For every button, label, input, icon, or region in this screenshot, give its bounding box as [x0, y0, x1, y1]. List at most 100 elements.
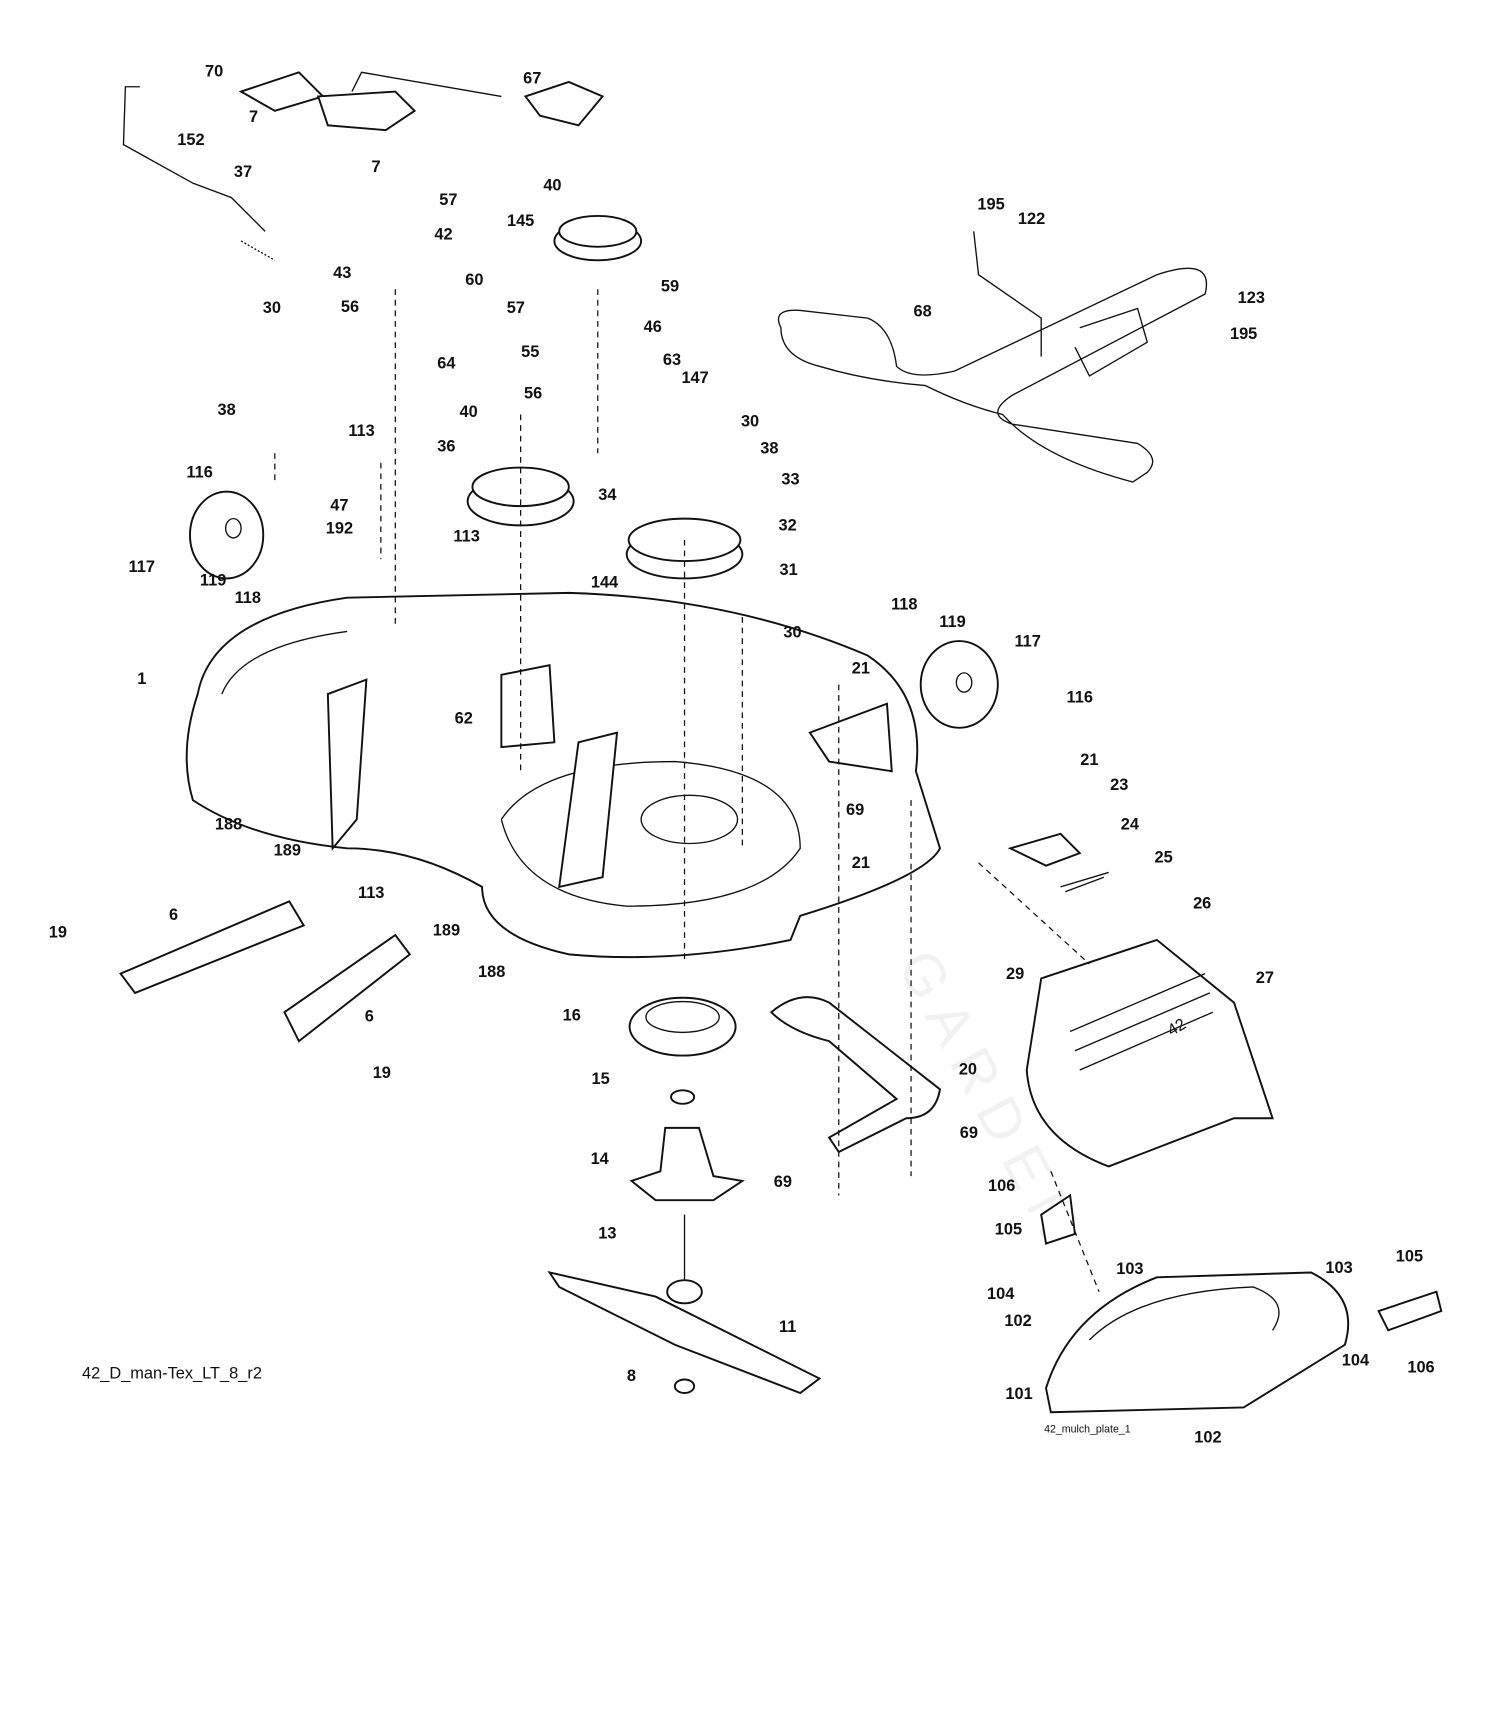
part-number-label: 27 — [1256, 969, 1274, 987]
part-number-label: 7 — [249, 108, 258, 126]
mulch-plate-id: 42_mulch_plate_1 — [1044, 1424, 1131, 1436]
part-number-label: 113 — [358, 884, 384, 902]
discharge-chute — [1025, 938, 1274, 1168]
part-number-label: 1 — [137, 670, 146, 688]
part-number-label: 38 — [218, 401, 236, 419]
part-number-label: 56 — [341, 298, 359, 316]
part-number-label: 104 — [987, 1285, 1015, 1303]
part-number-label: 21 — [852, 854, 870, 872]
part-number-label: 11 — [779, 1318, 796, 1336]
part-number-label: 38 — [760, 440, 778, 458]
spring — [1060, 871, 1109, 893]
part-number-label: 33 — [781, 470, 799, 488]
part-number-label: 64 — [437, 355, 456, 373]
part-number-label: 145 — [507, 212, 534, 230]
part-number-label: 56 — [524, 385, 542, 403]
part-number-label: 63 — [663, 351, 681, 369]
part-number-label: 122 — [1018, 210, 1045, 228]
part-number-label: 105 — [1396, 1247, 1423, 1265]
part-number-label: 30 — [263, 299, 281, 317]
part-number-label: 62 — [455, 709, 473, 727]
part-number-label: 147 — [681, 369, 708, 387]
key-plate — [523, 80, 605, 127]
part-number-label: 19 — [49, 923, 67, 941]
control-linkage-assembly — [122, 71, 605, 261]
part-number-label: 119 — [939, 613, 965, 631]
part-number-label: 24 — [1121, 816, 1140, 834]
part-number-label: 8 — [627, 1367, 636, 1385]
part-number-label: 144 — [591, 574, 619, 592]
part-number-label: 102 — [1004, 1312, 1031, 1330]
part-number-label: 16 — [563, 1006, 581, 1024]
part-number-label: 152 — [177, 131, 204, 149]
part-number-label: 192 — [326, 520, 353, 538]
part-number-label: 43 — [333, 264, 351, 282]
part-number-label: 15 — [592, 1070, 610, 1088]
mulch-latch — [1377, 1290, 1443, 1332]
part-number-label: 106 — [988, 1177, 1015, 1195]
part-number-label: 70 — [205, 63, 223, 81]
part-number-label: 6 — [365, 1007, 374, 1025]
part-number-label: 13 — [598, 1224, 616, 1242]
part-number-label: 104 — [1342, 1352, 1370, 1370]
part-number-label: 31 — [780, 561, 798, 579]
part-number-label: 117 — [1014, 632, 1040, 650]
part-number-label: 116 — [1067, 688, 1093, 706]
part-number-label: 118 — [891, 596, 917, 614]
assembly-guide-lines — [274, 289, 1100, 1292]
blade — [547, 1271, 822, 1395]
part-number-label: 102 — [1194, 1429, 1221, 1447]
part-number-label: 26 — [1193, 895, 1211, 913]
spindle-assembly — [547, 996, 822, 1395]
part-number-label: 55 — [521, 343, 539, 361]
part-number-label: 23 — [1110, 776, 1128, 794]
part-number-label: 36 — [437, 438, 455, 456]
part-number-label: 47 — [330, 496, 348, 514]
gauge-wheels — [189, 490, 999, 729]
part-number-label: 59 — [661, 278, 679, 296]
part-number-label: 195 — [977, 196, 1004, 214]
part-number-label: 30 — [783, 624, 801, 642]
part-number-label: 119 — [200, 572, 226, 590]
deflector-bracket — [769, 996, 942, 1154]
part-number-label: 69 — [846, 801, 864, 819]
part-number-label: 118 — [235, 589, 261, 607]
part-number-label: 67 — [523, 69, 541, 87]
part-number-label: 29 — [1006, 965, 1024, 983]
part-number-label: 189 — [433, 922, 460, 940]
part-number-label: 40 — [543, 176, 561, 194]
part-number-label: 123 — [1238, 289, 1265, 307]
part-number-label: 101 — [1005, 1385, 1032, 1403]
part-number-label: 69 — [774, 1173, 792, 1191]
part-number-label: 19 — [373, 1064, 391, 1082]
part-number-label: 14 — [591, 1150, 610, 1168]
part-number-label: 21 — [1080, 751, 1098, 769]
part-number-label: 46 — [644, 318, 662, 336]
part-number-label: 57 — [439, 191, 457, 209]
drive-belt — [777, 231, 1208, 483]
part-number-label: 117 — [129, 558, 155, 576]
part-number-label: 57 — [507, 299, 525, 317]
part-number-label: 195 — [1230, 325, 1257, 343]
part-number-label: 116 — [186, 464, 212, 482]
part-number-label: 40 — [459, 403, 477, 421]
part-number-label: 105 — [995, 1220, 1022, 1238]
part-number-label: 20 — [959, 1060, 977, 1078]
hanger-bracket — [119, 900, 306, 995]
part-number-label: 42 — [434, 226, 452, 244]
part-number-label: 106 — [1407, 1358, 1434, 1376]
part-number-label: 113 — [453, 527, 479, 545]
mower-deck — [185, 591, 942, 959]
hanger-bracket — [283, 933, 412, 1043]
part-number-label: 188 — [215, 816, 242, 834]
part-number-label: 6 — [169, 906, 178, 924]
part-number-label: 7 — [371, 158, 380, 176]
part-number-label: 68 — [914, 303, 932, 321]
spring-bracket — [1007, 832, 1082, 867]
part-number-label: 37 — [234, 163, 252, 181]
part-number-label: 103 — [1325, 1259, 1352, 1277]
part-number-label: 30 — [741, 413, 759, 431]
part-number-label: 189 — [274, 842, 301, 860]
part-number-label: 113 — [348, 422, 374, 440]
